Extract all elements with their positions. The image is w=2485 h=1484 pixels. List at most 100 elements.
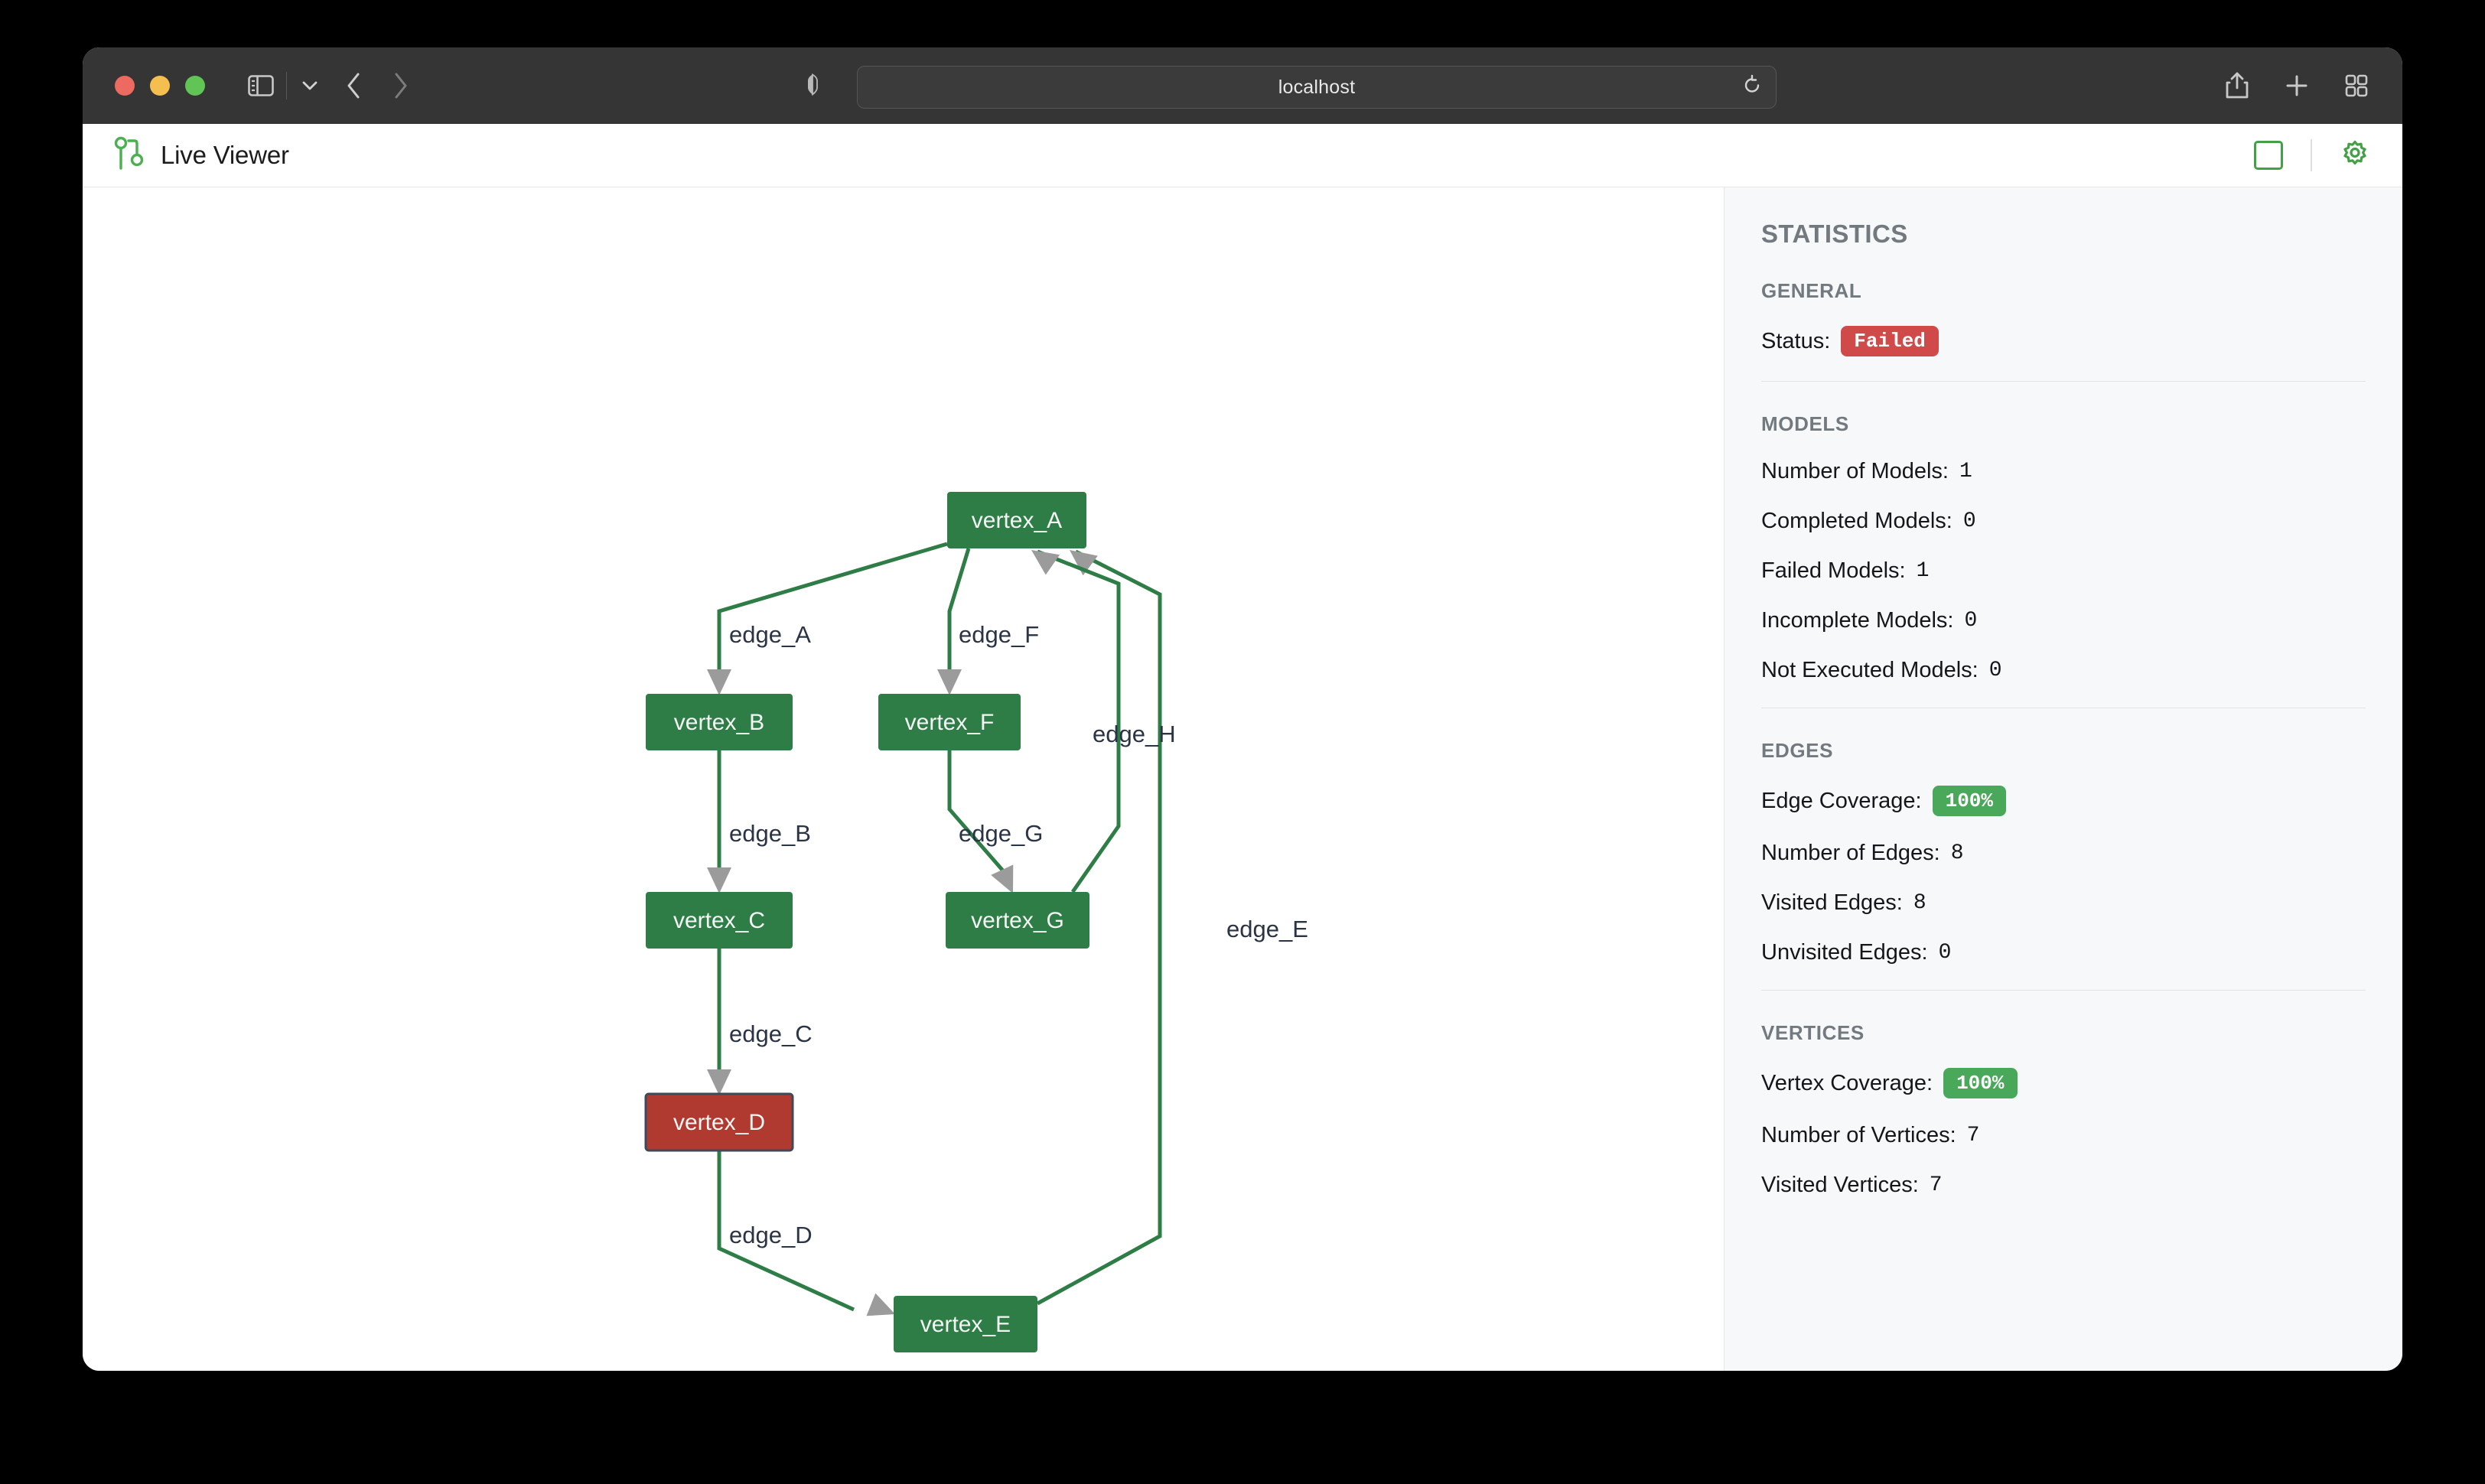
status-label: Status: bbox=[1761, 328, 1831, 353]
node-rect-vertex_B[interactable] bbox=[646, 694, 793, 750]
edge-label-edge_B: edge_B bbox=[729, 820, 811, 847]
stat-row-model-1: Completed Models: 0 bbox=[1761, 509, 2366, 534]
edge-path-edge_H[interactable] bbox=[1037, 549, 1121, 893]
app-brand: Live Viewer bbox=[113, 136, 289, 175]
edge-label-edge_D: edge_D bbox=[729, 1222, 813, 1248]
window-traffic-lights bbox=[115, 76, 205, 96]
forward-chevron-icon[interactable] bbox=[391, 70, 409, 101]
section-heading-models: MODELS bbox=[1761, 412, 1849, 435]
graph-node-vertex_B[interactable]: vertex_B bbox=[646, 694, 793, 750]
nodes-layer: vertex_A vertex_B vertex_C vertex_D vertex_E… bbox=[644, 492, 1089, 1352]
maximize-window-button[interactable] bbox=[185, 76, 205, 96]
stat-row-model-value: 1 bbox=[1959, 460, 1972, 483]
edge-path-edge_E[interactable] bbox=[1036, 549, 1162, 1306]
arrow-edge_A bbox=[707, 669, 731, 695]
stat-row-vertex-coverage: Vertex Coverage: 100% bbox=[1761, 1068, 2366, 1098]
stat-row-model-value: 0 bbox=[1964, 609, 1978, 633]
graph-canvas[interactable]: vertex_A vertex_B vertex_C vertex_D vertex_E… bbox=[83, 187, 1724, 1371]
back-chevron-icon[interactable] bbox=[345, 70, 363, 101]
node-rect-vertex_E[interactable] bbox=[894, 1296, 1037, 1352]
node-rect-vertex_F[interactable] bbox=[878, 694, 1021, 750]
stat-row-vertex-label: Number of Vertices: bbox=[1761, 1123, 1956, 1147]
node-label-vertex_G: vertex_G bbox=[971, 908, 1064, 933]
stat-row-edge-label: Number of Edges: bbox=[1761, 841, 1940, 865]
stat-row-edge-value: 0 bbox=[1938, 941, 1952, 965]
stat-row-model-4: Not Executed Models: 0 bbox=[1761, 658, 2366, 683]
edge-path-edge_A[interactable] bbox=[717, 542, 948, 671]
edge-label-edge_F: edge_F bbox=[959, 621, 1039, 648]
minimize-window-button[interactable] bbox=[150, 76, 170, 96]
edge-label-edge_G: edge_G bbox=[959, 820, 1043, 847]
vertex-coverage-badge: 100% bbox=[1943, 1068, 2018, 1098]
stat-row-model-value: 0 bbox=[1988, 659, 2002, 682]
node-rect-vertex_D[interactable] bbox=[644, 1092, 794, 1152]
section-heading-vertices: VERTICES bbox=[1761, 1021, 1865, 1044]
browser-window: localhost bbox=[83, 47, 2402, 1371]
arrow-edge_E bbox=[1070, 550, 1098, 576]
section-divider bbox=[1761, 381, 2366, 382]
node-rect-vertex_A[interactable] bbox=[947, 492, 1086, 548]
stat-row-model-label: Incomplete Models: bbox=[1761, 608, 1954, 633]
edge-label-edge_H: edge_H bbox=[1093, 721, 1176, 747]
app-header: Live Viewer bbox=[83, 124, 2402, 187]
stop-square-icon[interactable] bbox=[2254, 141, 2283, 170]
stat-row-model-value: 0 bbox=[1962, 509, 1976, 533]
stat-row-model-label: Completed Models: bbox=[1761, 509, 1952, 533]
graph-node-vertex_C[interactable]: vertex_C bbox=[646, 892, 793, 949]
graph-node-vertex_D[interactable]: vertex_D bbox=[644, 1092, 794, 1152]
toolbar-right-actions bbox=[2225, 47, 2369, 124]
address-bar[interactable]: localhost bbox=[857, 66, 1777, 109]
statistics-heading: STATISTICS bbox=[1761, 220, 1908, 248]
node-label-vertex_C: vertex_C bbox=[673, 908, 765, 933]
edge-labels-layer: edge_Aedge_Bedge_Cedge_Dedge_Eedge_Fedge… bbox=[729, 621, 1308, 1248]
stat-row-model-value: 1 bbox=[1916, 559, 1930, 583]
sidebar-icon[interactable] bbox=[248, 75, 274, 96]
stat-row-edge-coverage: Edge Coverage: 100% bbox=[1761, 786, 2366, 816]
node-rect-vertex_G[interactable] bbox=[946, 892, 1089, 949]
gear-icon[interactable] bbox=[2340, 138, 2370, 173]
node-rect-vertex_C[interactable] bbox=[646, 892, 793, 949]
graph-node-vertex_F[interactable]: vertex_F bbox=[878, 694, 1021, 750]
graph-node-vertex_E[interactable]: vertex_E bbox=[894, 1296, 1037, 1352]
stat-row-vertex-value: 7 bbox=[1929, 1173, 1943, 1197]
stat-row-edge-label: Visited Edges: bbox=[1761, 890, 1903, 915]
shield-icon bbox=[805, 73, 820, 100]
stat-row-model-2: Failed Models:1 bbox=[1761, 558, 2366, 584]
share-icon[interactable] bbox=[2225, 71, 2249, 100]
graph-node-vertex_G[interactable]: vertex_G bbox=[946, 892, 1089, 949]
browser-toolbar: localhost bbox=[83, 47, 2402, 124]
stat-row-edge-value: 8 bbox=[1950, 841, 1964, 865]
section-heading-edges: EDGES bbox=[1761, 739, 1834, 762]
section-heading-general: GENERAL bbox=[1761, 279, 1862, 302]
close-window-button[interactable] bbox=[115, 76, 135, 96]
header-divider bbox=[2311, 139, 2312, 171]
edge-label-edge_A: edge_A bbox=[729, 621, 811, 648]
status-badge: Failed bbox=[1841, 326, 1939, 356]
stat-row-vertex-1: Visited Vertices: 7 bbox=[1761, 1173, 2366, 1198]
edge-coverage-label: Edge Coverage: bbox=[1761, 788, 1922, 813]
arrow-edge_F bbox=[937, 669, 962, 695]
edge-coverage-badge: 100% bbox=[1932, 786, 2007, 816]
vertex-coverage-label: Vertex Coverage: bbox=[1761, 1070, 1933, 1095]
section-divider bbox=[1761, 990, 2366, 991]
edge-path-edge_D[interactable] bbox=[717, 1150, 855, 1312]
tab-overview-icon[interactable] bbox=[2344, 73, 2369, 98]
node-label-vertex_F: vertex_F bbox=[905, 710, 995, 735]
main-content: vertex_A vertex_B vertex_C vertex_D vertex_E… bbox=[83, 187, 2402, 1371]
edge-path-edge_G[interactable] bbox=[947, 750, 1008, 877]
graph-node-vertex_A[interactable]: vertex_A bbox=[947, 492, 1086, 548]
stat-row-vertex-value: 7 bbox=[1966, 1124, 1980, 1147]
stat-row-vertex-label: Visited Vertices: bbox=[1761, 1173, 1919, 1197]
statistics-panel[interactable]: STATISTICS GENERAL Status: Failed MODELS… bbox=[1724, 187, 2402, 1371]
stat-row-model-label: Not Executed Models: bbox=[1761, 658, 1979, 682]
reload-icon[interactable] bbox=[1742, 74, 1762, 100]
chevron-down-icon[interactable] bbox=[301, 80, 319, 92]
plus-icon[interactable] bbox=[2285, 73, 2309, 98]
edge-path-edge_F[interactable] bbox=[947, 548, 971, 671]
graph-svg: vertex_A vertex_B vertex_C vertex_D vertex_E… bbox=[644, 492, 1308, 1352]
stat-row-model-0: Number of Models:1 bbox=[1761, 459, 2366, 484]
node-label-vertex_E: vertex_E bbox=[920, 1312, 1011, 1337]
stat-row-edge-label: Unvisited Edges: bbox=[1761, 940, 1928, 965]
